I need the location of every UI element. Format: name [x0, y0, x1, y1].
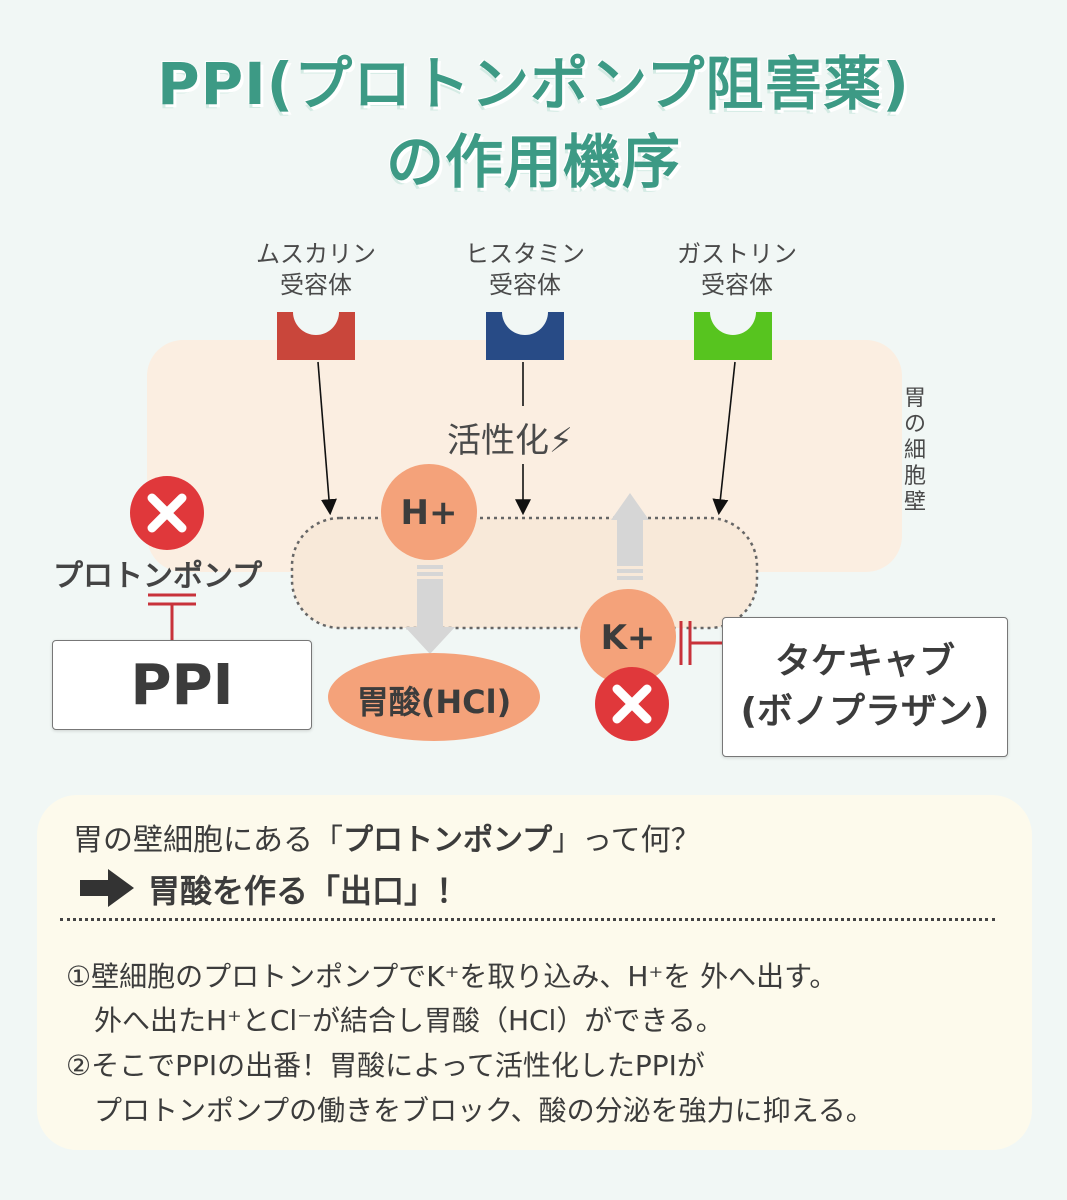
receptor-label-line: ヒスタミン: [465, 240, 585, 268]
question-prefix: 胃の壁細胞にある「: [73, 823, 343, 858]
muscarinic-receptor-shape: [277, 312, 355, 360]
h-ion-circle: [381, 464, 477, 560]
explanation-line: 外へ出たH⁺とCl⁻が結合し胃酸（HCl）ができる。: [66, 1004, 724, 1037]
explanation-line: ②そこでPPIの出番！胃酸によって活性化したPPIが: [66, 1049, 705, 1082]
proton-pump-label: プロトンポンプ: [53, 559, 263, 594]
page-title-line1: PPI(プロトンポンプ阻害薬): [157, 50, 910, 118]
explanation-line: プロトンポンプの働きをブロック、酸の分泌を強力に抑える。: [66, 1094, 874, 1127]
question-suffix: 」って何？: [552, 823, 701, 858]
k-ion-label: K+: [600, 618, 656, 658]
gastric-acid-label: 胃酸(HCl): [356, 683, 512, 721]
explanation-answer: 胃酸を作る「出口」！: [148, 872, 469, 910]
h-ion-label: H+: [400, 493, 458, 533]
receptor-label-line: ガストリン: [677, 240, 797, 268]
takecab-inhibit-mark: [679, 621, 722, 665]
explanation-panel: [37, 795, 1032, 1150]
divider: [60, 918, 995, 921]
takecab-name: タケキャブ: [774, 641, 955, 682]
gastrin-signal-arrow: [712, 361, 736, 516]
x-circle-icon: [595, 667, 669, 741]
explanation-question: 胃の壁細胞にある「プロトンポンプ」って何？: [73, 815, 701, 859]
k-ion-circle: [580, 589, 676, 685]
gastrin-receptor-shape: [694, 312, 772, 360]
histamine-receptor-shape: [486, 312, 564, 360]
receptor-label-gastrin: ガストリン 受容体: [652, 239, 822, 301]
receptor-label-line: 受容体: [701, 271, 773, 299]
takecab-box: タケキャブ (ボノプラザン): [722, 617, 1008, 757]
right-arrow-icon: [80, 869, 134, 907]
receptor-label-line: 受容体: [280, 271, 352, 299]
receptor-label-histamine: ヒスタミン 受容体: [440, 239, 610, 301]
explanation-line: ①壁細胞のプロトンポンプでK⁺を取り込み、H⁺を 外へ出す。: [66, 960, 838, 993]
ppi-box: PPI: [52, 640, 312, 730]
k-inflow-arrow: [611, 493, 649, 580]
cell-wall-label: 胃の細胞壁: [903, 386, 926, 515]
proton-pump-capsule: [290, 516, 759, 630]
muscarinic-signal-arrow: [317, 361, 337, 516]
ppi-inhibit-mark: [148, 593, 196, 640]
receptor-label-line: ムスカリン: [256, 240, 376, 268]
ppi-box-label: PPI: [130, 652, 234, 718]
h-outflow-arrow: [405, 565, 455, 654]
x-circle-icon: [130, 476, 204, 550]
receptor-label-muscarinic: ムスカリン 受容体: [231, 239, 401, 301]
takecab-generic-name: (ボノプラザン): [740, 691, 990, 732]
question-keyword: プロトンポンプ: [343, 823, 553, 858]
activation-label: 活性化⚡: [447, 421, 573, 461]
page-title-line2: の作用機序: [385, 128, 681, 196]
gastric-acid-oval: [328, 653, 540, 741]
receptor-label-line: 受容体: [489, 271, 561, 299]
